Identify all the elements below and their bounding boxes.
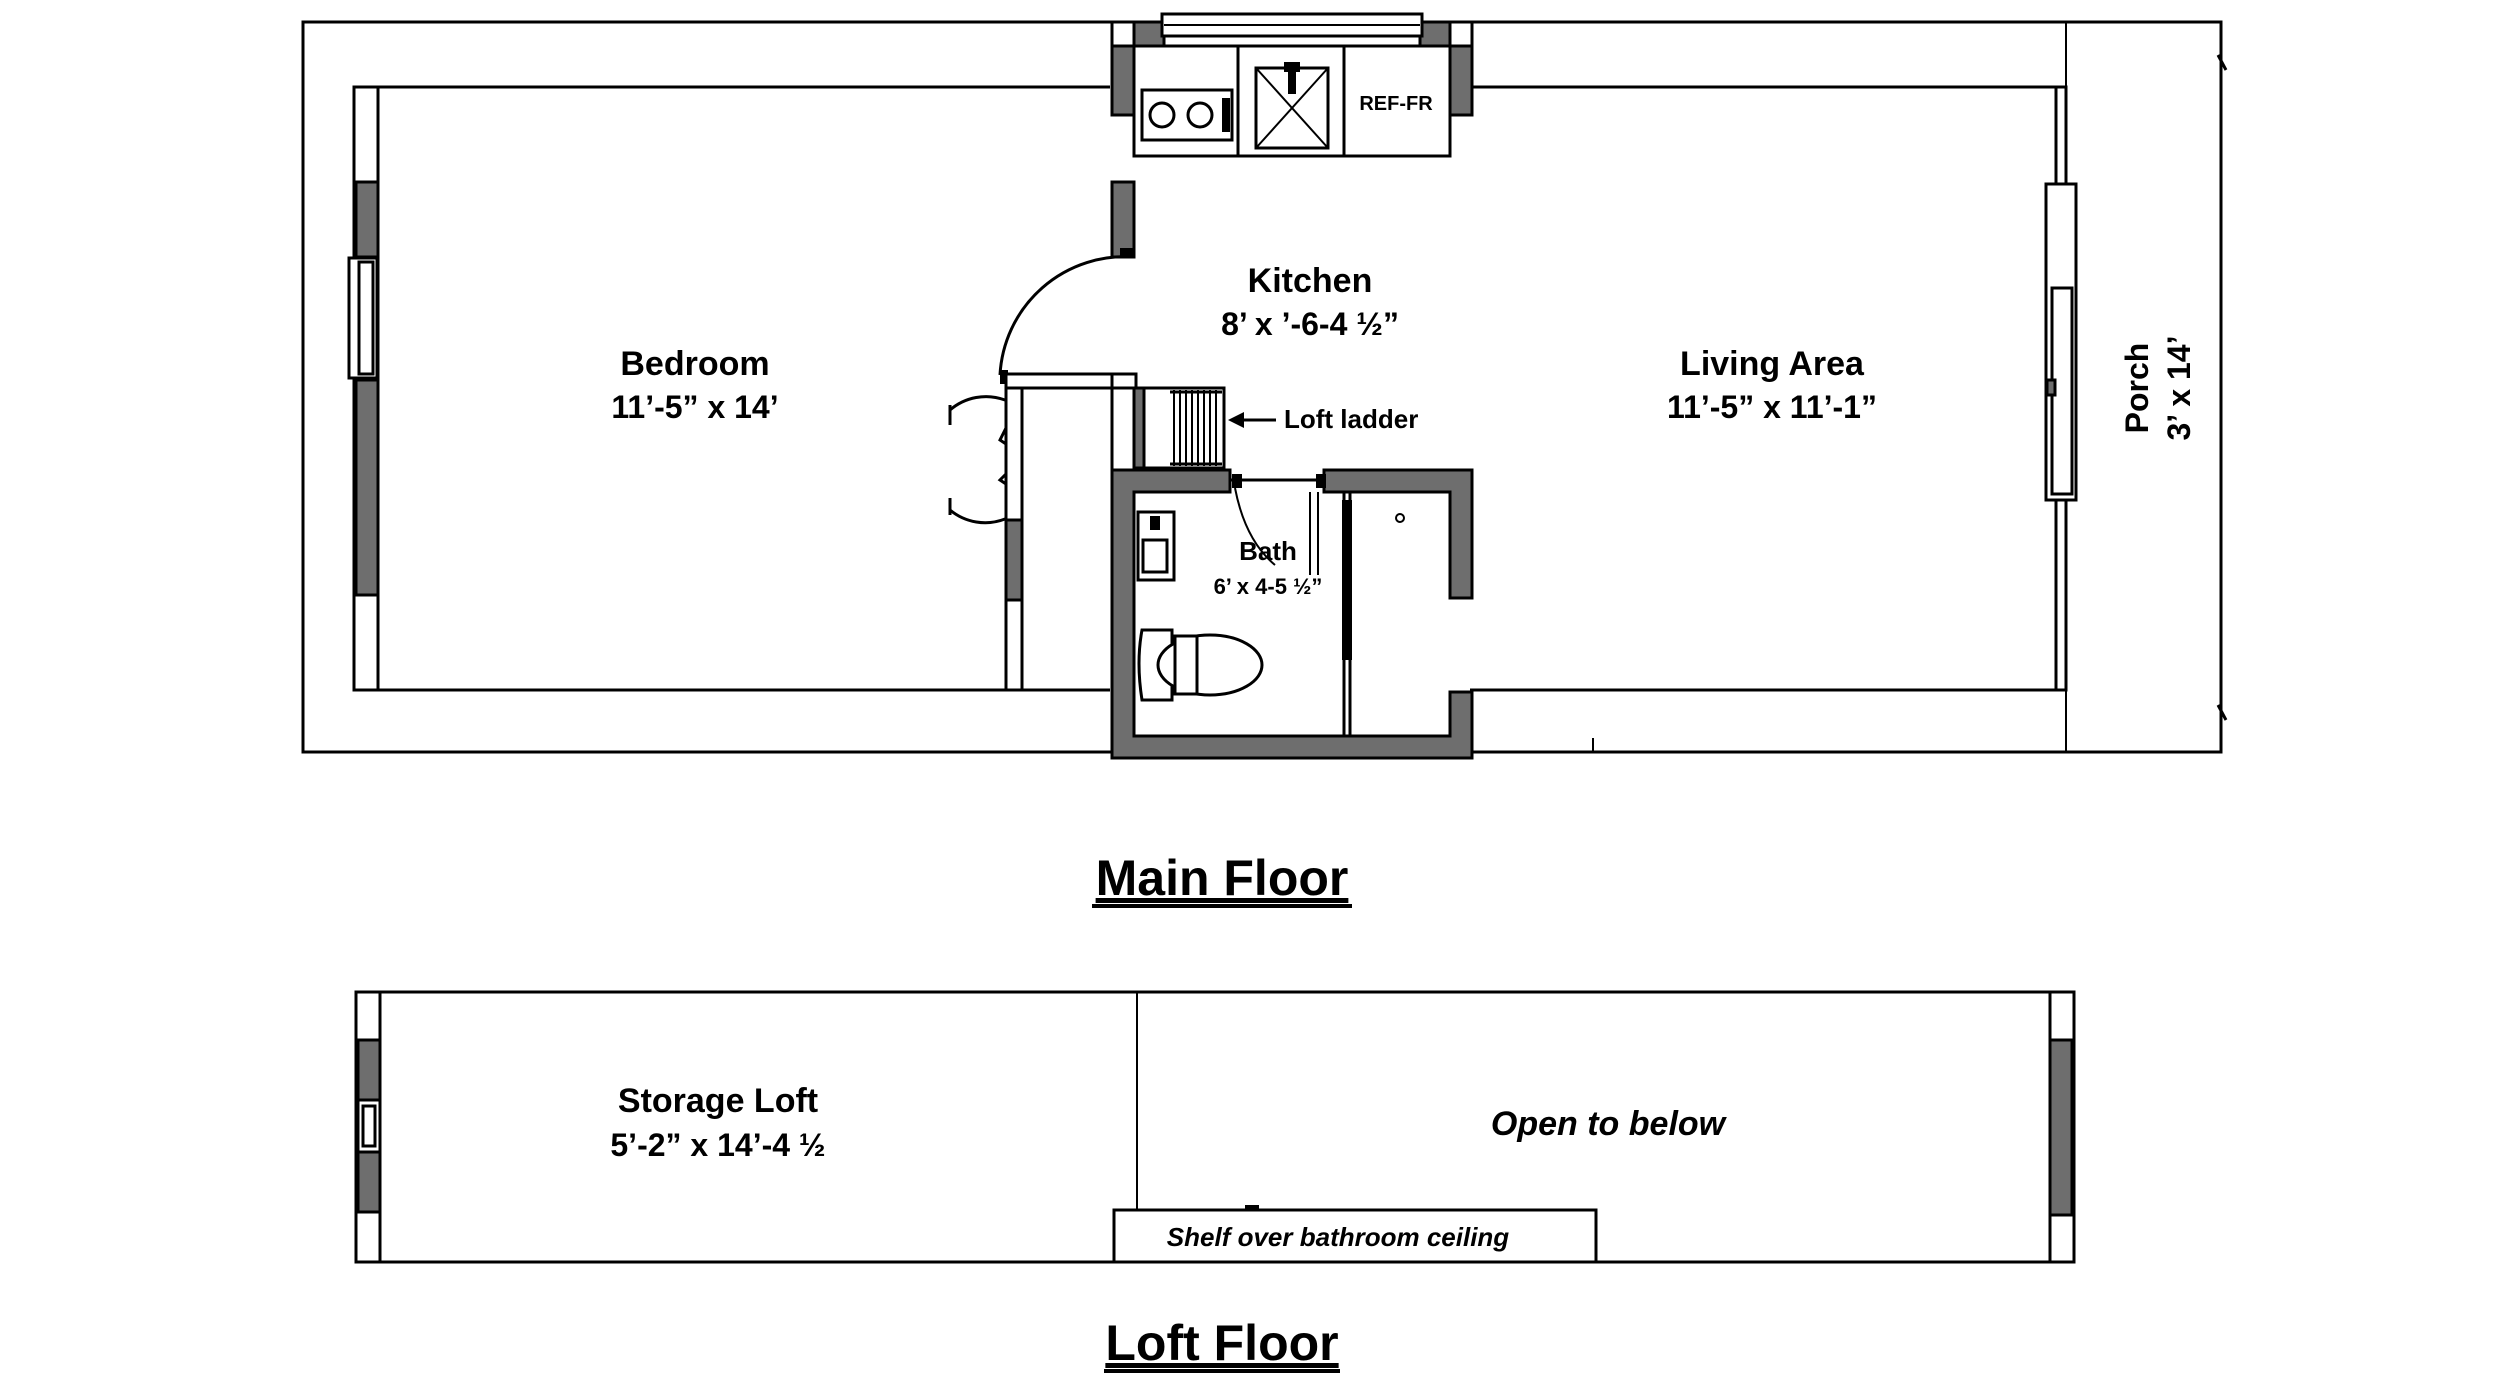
living-area-room — [1470, 85, 2078, 692]
bedroom-window — [347, 256, 379, 380]
bedroom-name: Bedroom — [620, 345, 769, 383]
kitchen-size: 8’ x ’-6-4 ½” — [1221, 306, 1399, 342]
refrigerator-label: REF-FR — [1359, 93, 1433, 115]
open-to-below-label: Open to below — [1491, 1105, 1728, 1143]
closet-double-door — [948, 386, 1024, 692]
bedroom-outline — [352, 85, 1110, 692]
bath-sliding-door — [1230, 474, 1326, 575]
shower-icon — [1342, 492, 1405, 736]
loft-floor-plan: Storage Loft 5’-2” x 14’-4 ½ Open to bel… — [354, 990, 2076, 1371]
storage-loft-name: Storage Loft — [618, 1082, 818, 1120]
kitchen-partition-wall — [1110, 180, 1136, 259]
kitchen-window — [1160, 12, 1424, 38]
shelf-box — [1112, 1208, 1598, 1264]
bedroom-left-wall-top — [354, 180, 380, 259]
bedroom-left-wall-bottom — [354, 378, 380, 597]
bath-name: Bath — [1239, 536, 1297, 566]
main-floor-plan: REF-FR — [301, 12, 2228, 906]
stove-icon — [1140, 88, 1234, 142]
loft-ladder-arrow-icon — [1228, 412, 1276, 428]
main-floor-title: Main Floor — [1096, 850, 1349, 906]
bath-size: 6’ x 4-5 ½” — [1214, 574, 1323, 599]
kitchen-room: REF-FR — [998, 12, 1474, 470]
closet-wall-lower — [1004, 518, 1024, 602]
porch-edge-tick-bottom — [2216, 704, 2228, 721]
shelf-label: Shelf over bathroom ceiling — [1167, 1222, 1510, 1252]
loft-right-wall — [2048, 1038, 2074, 1217]
bath-wall — [1110, 468, 1474, 760]
loft-floor-title: Loft Floor — [1105, 1315, 1338, 1371]
porch-size: 3’ x 14’ — [2161, 336, 2197, 441]
living-area-size: 11’-5” x 11’-1” — [1667, 389, 1877, 425]
toilet-icon — [1137, 628, 1264, 702]
kitchen-door — [998, 248, 1135, 384]
loft-left-wall-bottom — [356, 1150, 382, 1214]
bedroom-size: 11’-5” x 14’ — [611, 389, 778, 425]
bedroom-room — [347, 85, 1110, 692]
bathroom-room: Bath 6’ x 4-5 ½” — [1110, 468, 1474, 760]
porch-edge-tick-top — [2216, 54, 2228, 71]
kitchen-name: Kitchen — [1248, 262, 1373, 300]
loft-ladder-icon — [1132, 386, 1226, 470]
loft-ladder-label: Loft ladder — [1284, 404, 1418, 434]
ladder-wall — [1004, 372, 1138, 390]
porch-name: Porch — [2119, 343, 2155, 434]
loft-window — [356, 1098, 382, 1154]
sink-icon — [1254, 62, 1330, 150]
storage-loft-size: 5’-2” x 14’-4 ½ — [610, 1127, 825, 1163]
bath-wall-right — [1322, 468, 1474, 600]
loft-left-wall-top — [356, 1038, 382, 1102]
living-area-name: Living Area — [1680, 345, 1865, 383]
living-window — [2044, 182, 2078, 502]
kitchen-wall-strip-right — [1418, 20, 1452, 48]
bath-sink-icon — [1136, 510, 1176, 582]
kitchen-wall-strip-left — [1132, 20, 1166, 48]
